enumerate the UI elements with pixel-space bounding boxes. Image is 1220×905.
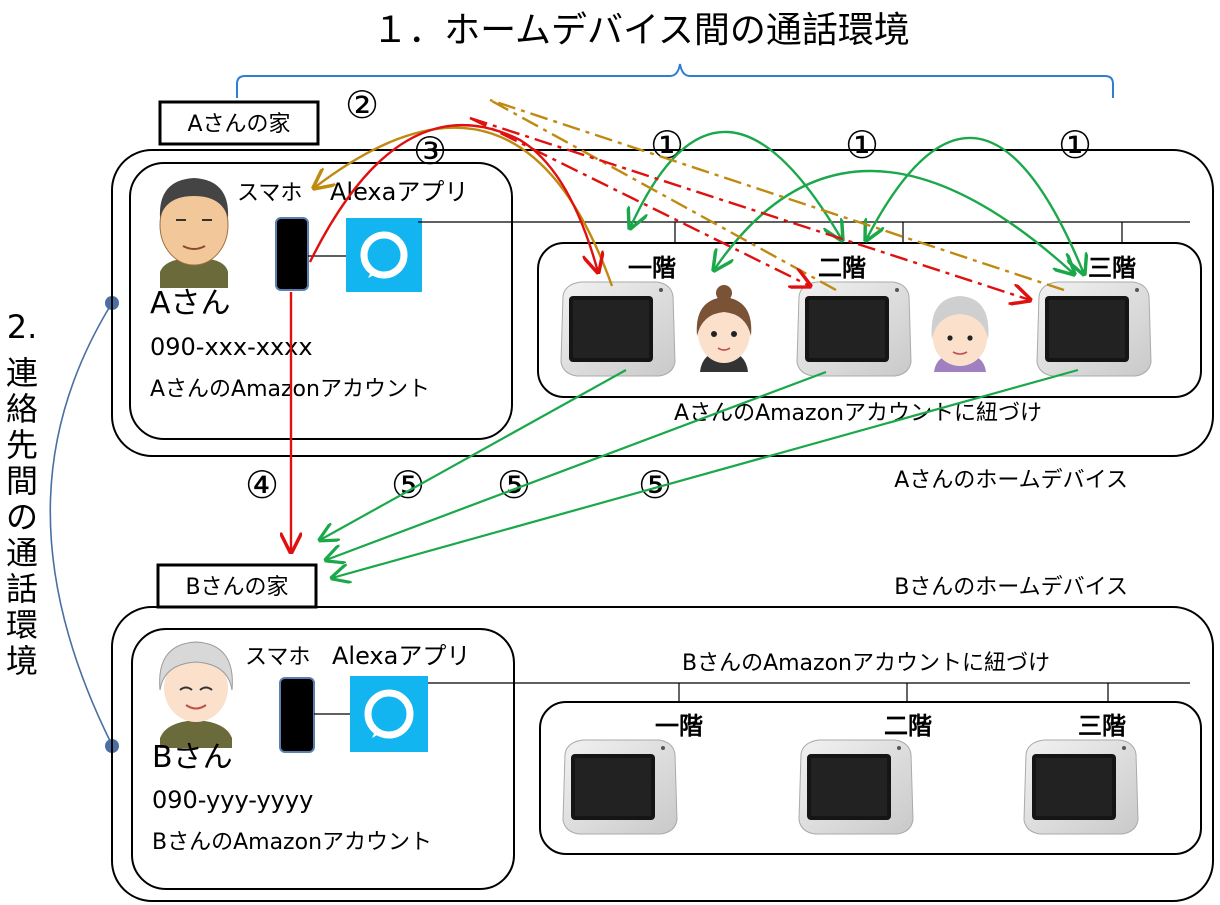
house-b-linked-label: BさんのAmazonアカウントに紐づけ (682, 651, 1050, 676)
echo-show-icon (562, 739, 678, 835)
house-b-phone-number: 090-yyy-yyyy (152, 786, 313, 814)
step-2-arrows (314, 98, 1065, 292)
house-b-person-name: Bさん (152, 740, 233, 775)
side-char: 通 (6, 534, 38, 572)
house-b-account: BさんのAmazonアカウント (152, 830, 432, 855)
side-label-num: 2. (7, 308, 38, 346)
side-char: 連 (6, 354, 38, 392)
smartphone-icon (279, 677, 315, 753)
house-b-label: Bさんの家 (185, 575, 288, 600)
page-title: １．ホームデバイス間の通話環境 (372, 10, 910, 51)
step-2-marker: ② (345, 83, 379, 127)
step-1-arrows (630, 130, 1084, 274)
house-b-app-label: Alexaアプリ (332, 642, 470, 670)
title-brace (236, 63, 1114, 98)
house-b-floor-1: 一階 (655, 712, 703, 740)
side-connector (49, 302, 113, 746)
echo-show-icon (560, 281, 676, 377)
grandma-icon (931, 296, 989, 372)
house-b-phone-label: スマホ (245, 645, 310, 670)
house-b-label-box (156, 563, 318, 609)
side-char: 環 (6, 606, 38, 644)
alexa-app-icon (346, 218, 422, 292)
house-a-phone-number: 090-xxx-xxxx (150, 333, 313, 361)
step-5-arrows (320, 368, 1079, 578)
echo-show-icon (796, 281, 912, 377)
echo-show-icon (1036, 281, 1152, 377)
person-a-icon (159, 178, 229, 288)
side-char: 話 (6, 570, 38, 608)
step-3-arrows (308, 116, 1030, 300)
side-char: 境 (6, 642, 38, 680)
step-1-marker: ① (1058, 123, 1092, 167)
alexa-app-icon (350, 676, 428, 752)
side-label-vertical: 連 絡 先 間 の 通 話 環 境 (6, 354, 38, 680)
house-a-label-box (158, 100, 320, 146)
echo-show-icon (798, 739, 914, 835)
step-4-marker: ④ (245, 463, 279, 507)
house-a-frame (111, 149, 1214, 457)
house-a-person-name: Aさん (150, 286, 231, 321)
echo-show-icon (1023, 739, 1139, 835)
house-b-frame (111, 606, 1214, 902)
house-a-linked-label: AさんのAmazonアカウントに紐づけ (674, 401, 1042, 426)
house-b-devices-caption: Bさんのホームデバイス (894, 575, 1128, 600)
step-1-marker: ① (845, 123, 879, 167)
person-b-icon (159, 641, 233, 748)
step-3-marker: ③ (413, 129, 447, 173)
house-a-floor-1: 一階 (628, 254, 676, 282)
house-a-floor-2: 二階 (818, 254, 866, 282)
house-a-devices-caption: Aさんのホームデバイス (894, 468, 1128, 493)
house-a-app-label: Alexaアプリ (330, 178, 468, 206)
side-char: の (6, 498, 38, 536)
house-b-floor-3: 三階 (1078, 712, 1126, 740)
house-a-person-panel (129, 162, 513, 440)
smartphone-icon (275, 217, 309, 291)
side-char: 間 (6, 462, 38, 500)
house-a-phone-label: スマホ (237, 181, 302, 206)
side-char: 絡 (6, 390, 38, 428)
woman-icon (696, 285, 752, 372)
house-a-label: Aさんの家 (187, 112, 290, 137)
house-a-floor-3: 三階 (1088, 254, 1136, 282)
side-char: 先 (6, 426, 38, 464)
house-b-floor-2: 二階 (884, 712, 932, 740)
step-1-marker: ① (650, 123, 684, 167)
house-b-person-panel (131, 628, 515, 890)
house-b-devices-panel (539, 701, 1202, 855)
